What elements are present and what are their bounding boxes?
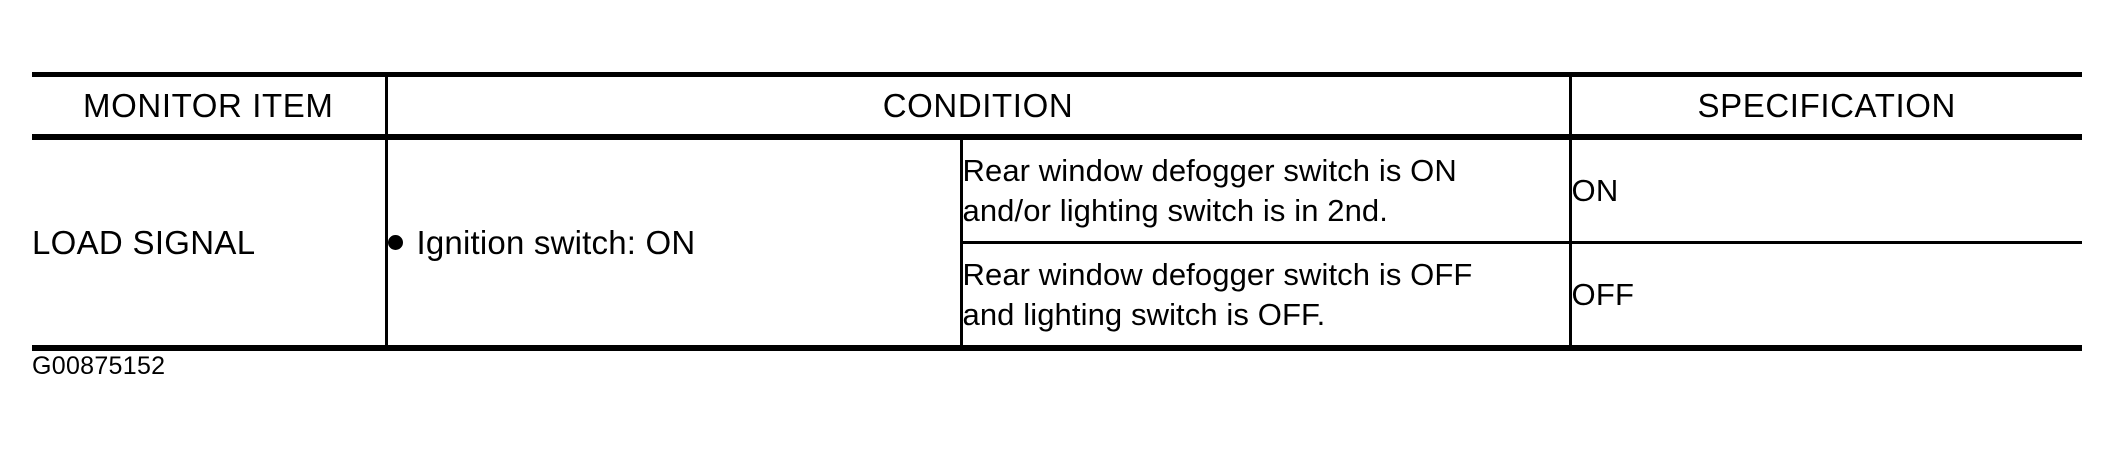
bullet-dot-icon (387, 235, 403, 250)
cell-specification: ON (1570, 137, 2082, 244)
header-row: MONITOR ITEM CONDITION SPECIFICATION (32, 74, 2082, 137)
cell-specification: OFF (1571, 276, 1635, 312)
column-header-condition: CONDITION (386, 74, 1572, 137)
condition-bullet-line: Ignition switch: ON (387, 223, 960, 262)
condition-detail-line-2: and/or lighting switch is in 2nd. (962, 192, 1388, 228)
specification-table: MONITOR ITEM CONDITION SPECIFICATION LOA… (32, 72, 2082, 351)
condition-detail-line-1: Rear window defogger switch is ON (962, 152, 1457, 188)
figure-caption: G00875152 (32, 352, 166, 380)
cell-condition-detail: Rear window defogger switch is OFF and l… (961, 242, 1572, 348)
table-row: Rear window defogger switch is OFF and l… (32, 242, 2082, 348)
cell-condition-detail: Rear window defogger switch is ON and/or… (961, 137, 1572, 244)
table-header: MONITOR ITEM CONDITION SPECIFICATION (32, 74, 2082, 137)
column-header-monitor-item: MONITOR ITEM (32, 74, 388, 137)
condition-detail-line-2: and lighting switch is OFF. (962, 296, 1326, 332)
cell-monitor-item: LOAD SIGNAL (32, 137, 388, 348)
condition-main-label: Ignition switch: ON (416, 223, 696, 261)
cell-condition-main: Ignition switch: ON (386, 137, 963, 348)
table-row: LOAD SIGNAL Ignition switch: ON Rear win… (32, 137, 2082, 348)
condition-detail-line-1: Rear window defogger switch is OFF (962, 256, 1473, 292)
column-header-specification: SPECIFICATION (1697, 87, 1956, 124)
table-body: LOAD SIGNAL Ignition switch: ON Rear win… (32, 137, 2082, 348)
